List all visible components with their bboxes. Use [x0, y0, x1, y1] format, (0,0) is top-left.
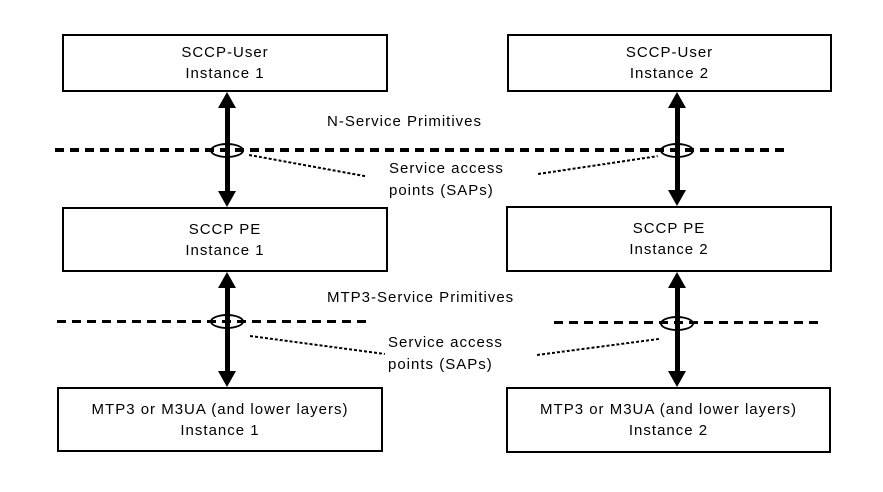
box-subtitle: Instance 1 — [185, 241, 265, 259]
arrowhead-up-icon — [668, 92, 686, 108]
sap-ellipse-icon-lower-right — [660, 316, 694, 331]
box-title: SCCP PE — [188, 220, 262, 238]
sap-leader-line-upper-left — [248, 154, 366, 178]
box-mtp3-m3ua-instance-1: MTP3 or M3UA (and lower layers) Instance… — [57, 387, 383, 452]
box-mtp3-m3ua-instance-2: MTP3 or M3UA (and lower layers) Instance… — [506, 387, 831, 453]
arrowhead-down-icon — [668, 371, 686, 387]
label-n-service-primitives: N-Service Primitives — [327, 113, 483, 130]
sap-leader-line-upper-right — [537, 155, 658, 175]
box-subtitle: Instance 1 — [185, 65, 265, 82]
sap-leader-line-lower-right — [536, 337, 660, 356]
arrowhead-up-icon — [218, 272, 236, 288]
box-title: SCCP PE — [632, 220, 706, 237]
box-title: SCCP-User — [181, 44, 269, 61]
box-subtitle: Instance 2 — [629, 65, 710, 82]
arrowhead-up-icon — [668, 272, 686, 288]
sap-leader-line-lower-left — [249, 335, 385, 355]
label-mtp3-service-primitives: MTP3-Service Primitives — [327, 289, 515, 306]
box-sccp-pe-instance-2: SCCP PE Instance 2 — [506, 206, 832, 272]
double-arrow-sccppe1-mtp31 — [218, 272, 236, 387]
sap-ellipse-icon-upper-left — [210, 143, 244, 158]
box-sccp-pe-instance-1: SCCP PE Instance 1 — [62, 207, 388, 272]
label-service-access-points-lower: Service access points (SAPs) — [388, 334, 503, 373]
arrowhead-down-icon — [218, 371, 236, 387]
box-subtitle: Instance 2 — [628, 422, 709, 439]
arrowhead-down-icon — [668, 190, 686, 206]
box-sccp-user-instance-2: SCCP-User Instance 2 — [507, 34, 832, 92]
box-sccp-user-instance-1: SCCP-User Instance 1 — [62, 34, 388, 92]
box-title: MTP3 or M3UA (and lower layers) — [540, 401, 797, 418]
box-title: MTP3 or M3UA (and lower layers) — [91, 400, 349, 418]
box-subtitle: Instance 2 — [629, 241, 709, 258]
box-title: SCCP-User — [625, 44, 714, 61]
sap-ellipse-icon-upper-right — [660, 143, 694, 158]
box-subtitle: Instance 1 — [180, 421, 260, 439]
arrow-shaft — [224, 288, 230, 371]
arrowhead-down-icon — [218, 191, 236, 207]
sap-ellipse-icon-lower-left — [210, 314, 244, 329]
arrowhead-up-icon — [218, 92, 236, 108]
label-service-access-points-upper: Service access points (SAPs) — [389, 160, 504, 199]
sap-interface-line-upper — [55, 148, 784, 152]
